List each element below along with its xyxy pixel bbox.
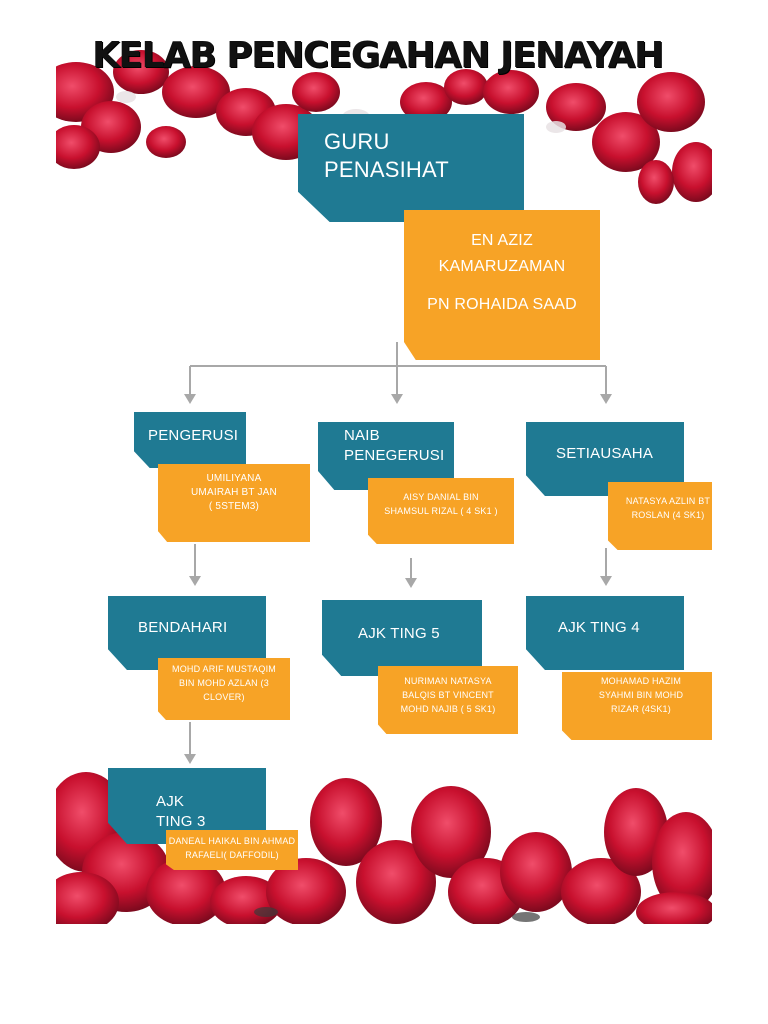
- vice-chairman-name-line: SHAMSUL RIZAL ( 4 SK1 ): [384, 506, 498, 516]
- ajk3-name-box: DANEAL HAIKAL BIN AHMAD RAFAELI( DAFFODI…: [166, 830, 298, 870]
- treasurer-name-line: CLOVER): [203, 692, 245, 702]
- page-title: KELAB PENCEGAHAN JENAYAH: [92, 35, 664, 76]
- secretary-name-box: NATASYA AZLIN BT ROSLAN (4 SK1): [608, 482, 712, 550]
- treasurer-label: BENDAHARI: [138, 619, 228, 636]
- advisor-name-line: PN ROHAIDA SAAD: [427, 296, 577, 313]
- advisor-label: GURU PENASIHAT: [324, 129, 449, 182]
- advisor-name-line: EN AZIZ: [471, 232, 533, 249]
- bougainvillea-flower-icon: [56, 50, 712, 924]
- ajk4-name-line: RIZAR (4SK1): [611, 704, 671, 714]
- chairman-name-line: ( 5STEM3): [208, 501, 260, 512]
- chairman-name-box: UMILIYANA UMAIRAH BT JAN ( 5STEM3): [158, 464, 310, 542]
- chairman-label: PENGERUSI: [148, 427, 239, 444]
- ajk3-label: AJK TING 3: [156, 793, 206, 830]
- ajk5-label-box: AJK TING 5: [322, 600, 482, 676]
- advisor-label-box: GURU PENASIHAT: [298, 114, 524, 222]
- ajk3-name-line: RAFAELI( DAFFODIL): [185, 850, 279, 860]
- ajk5-label: AJK TING 5: [358, 625, 440, 642]
- ajk4-name-line: SYAHMI BIN MOHD: [598, 690, 684, 700]
- advisor-name-box: EN AZIZ KAMARUZAMAN PN ROHAIDA SAAD: [404, 210, 600, 360]
- vice-chairman-name-box: AISY DANIAL BIN SHAMSUL RIZAL ( 4 SK1 ): [368, 478, 514, 544]
- vice-chairman-label: PENEGERUSI: [344, 447, 445, 464]
- advisor-name-line: KAMARUZAMAN: [438, 258, 566, 275]
- ajk4-label: AJK TING 4: [558, 619, 640, 636]
- chairman-name-line: UMAIRAH BT JAN: [191, 487, 277, 498]
- ajk5-name-line: MOHD NAJIB ( 5 SK1): [400, 704, 496, 714]
- treasurer-name-line: MOHD ARIF MUSTAQIM: [172, 664, 276, 674]
- chairman-name-line: UMILIYANA: [206, 473, 262, 484]
- ajk5-name-line: BALQIS BT VINCENT: [402, 690, 494, 700]
- ajk4-label-box: AJK TING 4: [526, 596, 684, 670]
- secretary-label: SETIAUSAHA: [556, 445, 654, 462]
- ajk5-name-line: NURIMAN NATASYA: [404, 676, 492, 686]
- secretary-name-line: NATASYA AZLIN BT: [625, 496, 711, 506]
- treasurer-name-line: BIN MOHD AZLAN (3: [179, 678, 269, 688]
- secretary-name-line: ROSLAN (4 SK1): [631, 510, 705, 520]
- treasurer-label-box: BENDAHARI: [108, 596, 266, 670]
- org-chart-poster: KELAB PENCEGAHAN JENAYAH GURU PENASIHAT …: [56, 32, 712, 924]
- treasurer-name-box: MOHD ARIF MUSTAQIM BIN MOHD AZLAN (3 CLO…: [158, 658, 290, 720]
- ajk5-name-box: NURIMAN NATASYA BALQIS BT VINCENT MOHD N…: [378, 666, 518, 734]
- ajk4-name-box: MOHAMAD HAZIM SYAHMI BIN MOHD RIZAR (4SK…: [562, 672, 712, 740]
- vice-chairman-name-line: AISY DANIAL BIN: [403, 492, 479, 502]
- chairman-label-box: PENGERUSI: [134, 412, 246, 468]
- ajk4-name-line: MOHAMAD HAZIM: [600, 676, 682, 686]
- vice-chairman-label: NAIB: [344, 427, 380, 444]
- ajk3-name-line: DANEAL HAIKAL BIN AHMAD: [168, 836, 296, 846]
